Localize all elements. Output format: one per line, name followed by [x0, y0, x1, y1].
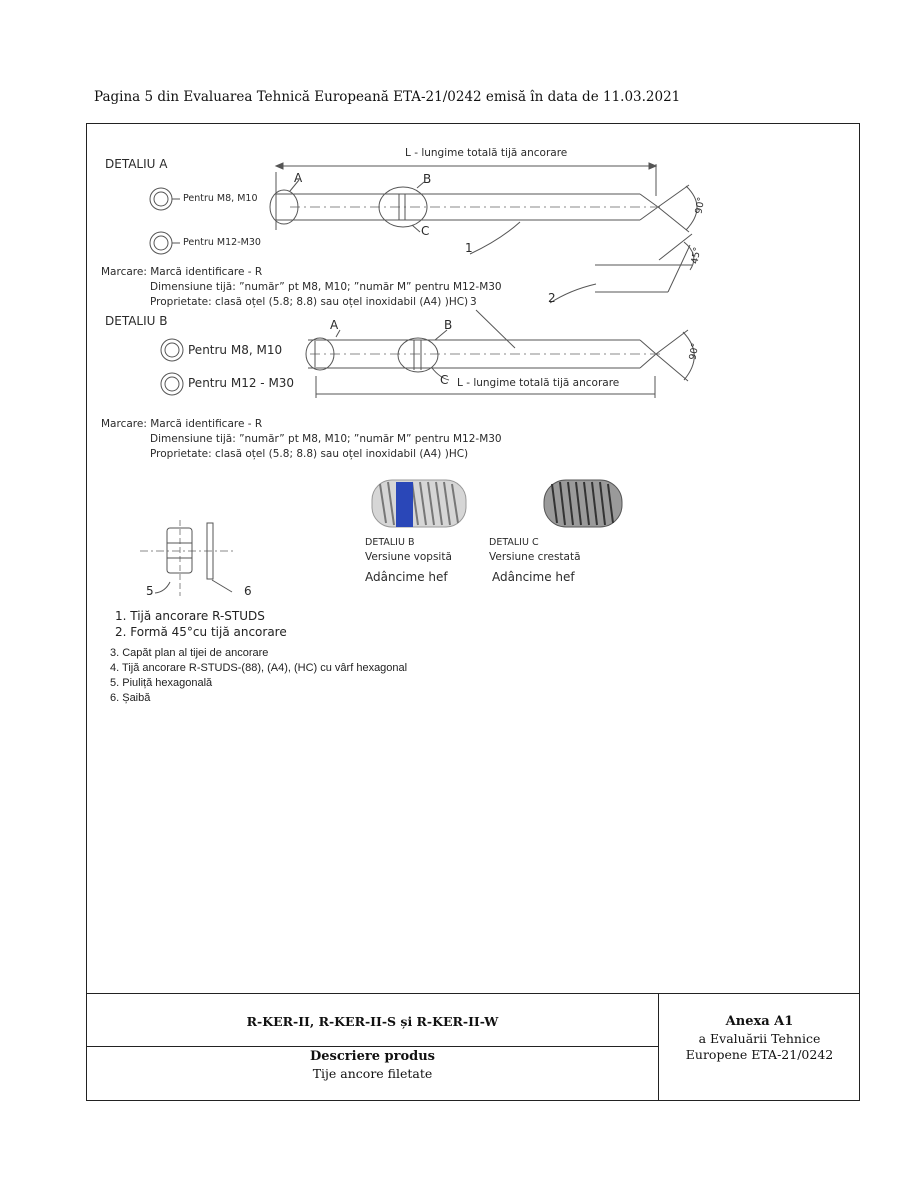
footer-section-cell: Descriere produs Tije ancore filetate — [86, 1047, 659, 1101]
section-title: Descriere produs — [310, 1049, 435, 1064]
legend-item-3: 3. Capăt plan al tijei de ancorare — [110, 647, 269, 659]
rod-detail-b — [160, 309, 695, 398]
det-c-caption-version: Versiune crestată — [489, 551, 581, 563]
length-label-top: L - lungime totală tijă ancorare — [405, 147, 568, 159]
marcare-b-line1: Marcare: Marcă identificare - R — [101, 418, 263, 430]
det-c-caption-title: DETALIU C — [489, 537, 539, 548]
marcare-b-line2: Dimensiune tijă: ”număr” pt M8, M10; ”nu… — [150, 433, 502, 445]
callout-1: 1 — [465, 241, 473, 255]
footer-annex-cell: Anexa A1 a Evaluării Tehnice Europene ET… — [658, 993, 860, 1101]
annex-title: Anexa A1 — [725, 1014, 794, 1029]
section-subtitle: Tije ancore filetate — [312, 1066, 433, 1081]
detaliu-a-m12-label: Pentru M12-M30 — [183, 237, 261, 248]
legend-item-6: 6. Șaibă — [110, 692, 151, 704]
page-header: Pagina 5 din Evaluarea Tehnică Europeană… — [94, 89, 681, 105]
marcare-a-line1: Marcare: Marcă identificare - R — [101, 266, 263, 278]
callout-3: 3 — [470, 296, 477, 308]
thread-notched-image — [543, 479, 623, 528]
label-a-bottom: A — [330, 318, 339, 332]
label-c-top: C — [421, 224, 430, 238]
marcare-a-line2: Dimensiune tijă: ”număr” pt M8, M10; ”nu… — [150, 281, 502, 293]
rod-detail-a — [149, 162, 698, 304]
legend-item-4: 4. Tijă ancorare R-STUDS-(88), (A4), (HC… — [110, 662, 408, 674]
annex-line-3: Europene ETA-21/0242 — [685, 1047, 834, 1062]
drawing-frame — [86, 123, 860, 1101]
nut-washer — [140, 520, 236, 596]
product-name: R-KER-II, R-KER-II-S și R-KER-II-W — [246, 1014, 499, 1029]
callout-5: 5 — [146, 584, 154, 598]
detaliu-b-m8-label: Pentru M8, M10 — [188, 343, 283, 357]
detaliu-b-m12-label: Pentru M12 - M30 — [188, 376, 295, 390]
length-label-bottom: L - lungime totală tijă ancorare — [457, 377, 620, 389]
thread-painted-image — [371, 479, 467, 528]
marcare-a-line3: Proprietate: clasă oțel (5.8; 8.8) sau o… — [150, 296, 469, 308]
legend-item-1: 1. Tijă ancorare R-STUDS — [115, 609, 265, 623]
label-c-bottom: C — [440, 373, 449, 387]
footer-product-cell: R-KER-II, R-KER-II-S și R-KER-II-W — [86, 993, 659, 1047]
det-b-caption-version: Versiune vopsită — [365, 551, 452, 563]
det-b-caption-depth: Adâncime hef — [365, 570, 448, 584]
detaliu-a-m8-label: Pentru M8, M10 — [183, 193, 258, 204]
callout-6: 6 — [244, 584, 252, 598]
det-b-caption-title: DETALIU B — [365, 537, 415, 548]
detaliu-a-title: DETALIU A — [105, 157, 168, 171]
callout-2: 2 — [548, 291, 556, 305]
legend-item-5: 5. Piuliță hexagonală — [110, 677, 213, 689]
label-b-top: B — [423, 172, 432, 186]
marcare-b-line3: Proprietate: clasă oțel (5.8; 8.8) sau o… — [150, 448, 469, 460]
legend-item-2: 2. Formă 45°cu tijă ancorare — [115, 625, 287, 639]
label-a-top: A — [294, 171, 303, 185]
annex-line-2: a Evaluării Tehnice — [698, 1031, 821, 1046]
detaliu-b-title: DETALIU B — [105, 314, 168, 328]
label-b-bottom: B — [444, 318, 453, 332]
det-c-caption-depth: Adâncime hef — [492, 570, 575, 584]
